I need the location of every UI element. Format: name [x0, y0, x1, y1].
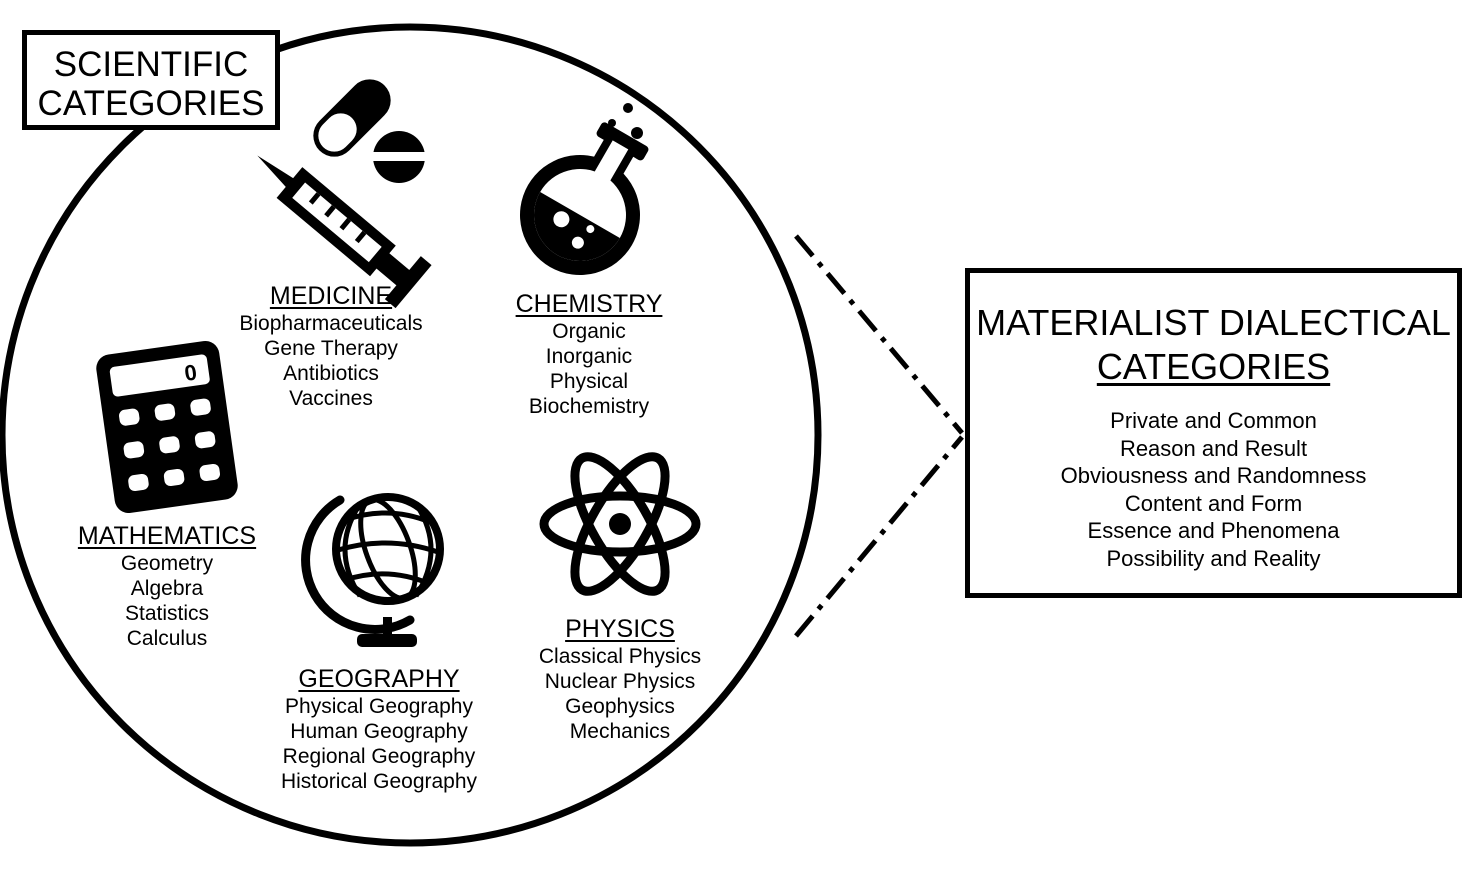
list-item: Regional Geography [282, 745, 476, 768]
list-item: Inorganic [545, 345, 633, 368]
connector-upper [794, 234, 964, 435]
category-title: MEDICINE [269, 282, 393, 310]
list-item: Statistics [124, 602, 210, 625]
list-item: Gene Therapy [264, 337, 398, 360]
list-item: Physical Geography [285, 695, 473, 718]
category-title: PHYSICS [565, 615, 675, 643]
list-item: Nuclear Physics [544, 670, 696, 693]
list-item: Biopharmaceuticals [239, 312, 423, 335]
list-item: Possibility and Reality [1106, 545, 1321, 571]
list-item: Content and Form [1124, 490, 1303, 516]
category-title: CHEMISTRY [515, 290, 663, 318]
list-item: Obviousness and Randomness [1060, 463, 1367, 488]
list-item: Geophysics [565, 695, 675, 718]
list-item: Classical Physics [538, 645, 702, 668]
medicine-icon [257, 79, 432, 309]
globe-icon [301, 493, 444, 647]
list-item: Calculus [126, 627, 208, 650]
list-item: Organic [552, 320, 626, 343]
list-item: Algebra [130, 577, 204, 600]
materialist-title-line2: CATEGORIES [1096, 346, 1331, 387]
scientific-circle [0, 23, 822, 847]
calculator-icon: 0 [96, 340, 238, 514]
materialist-list: Private and Common Reason and Result Obv… [970, 407, 1457, 572]
list-item: Mechanics [569, 720, 671, 743]
connector-lines [794, 234, 964, 638]
scientific-title-line1: SCIENTIFIC [53, 45, 249, 84]
list-item: Physical [549, 370, 629, 393]
flask-icon [520, 103, 649, 275]
list-item: Geometry [120, 552, 214, 575]
category-geography: GEOGRAPHY Physical Geography Human Geogr… [229, 665, 529, 794]
scientific-title-line2: CATEGORIES [37, 84, 265, 124]
list-item: Private and Common [1110, 408, 1317, 433]
list-item: Essence and Phenomena [1087, 518, 1340, 543]
scientific-categories-box: SCIENTIFIC CATEGORIES [22, 30, 280, 130]
list-item: Biochemistry [528, 395, 650, 418]
calculator-display-text: 0 [183, 359, 199, 385]
list-item: Historical Geography [280, 770, 478, 793]
list-item: Vaccines [289, 387, 373, 410]
category-medicine: MEDICINE Biopharmaceuticals Gene Therapy… [181, 282, 481, 411]
category-title: MATHEMATICS [77, 522, 257, 550]
list-item: Antibiotics [283, 362, 379, 385]
materialist-title-line1: MATERIALIST DIALECTICAL [976, 302, 1451, 343]
list-item: Reason and Result [1119, 435, 1308, 461]
atom-icon [539, 452, 701, 596]
category-mathematics: MATHEMATICS Geometry Algebra Statistics … [17, 522, 317, 651]
materialist-dialectical-box: MATERIALIST DIALECTICAL CATEGORIES Priva… [965, 268, 1462, 598]
connector-lower [794, 435, 964, 638]
category-chemistry: CHEMISTRY Organic Inorganic Physical Bio… [439, 290, 739, 419]
category-physics: PHYSICS Classical Physics Nuclear Physic… [470, 615, 770, 744]
category-title: GEOGRAPHY [298, 665, 460, 693]
list-item: Human Geography [290, 720, 468, 743]
